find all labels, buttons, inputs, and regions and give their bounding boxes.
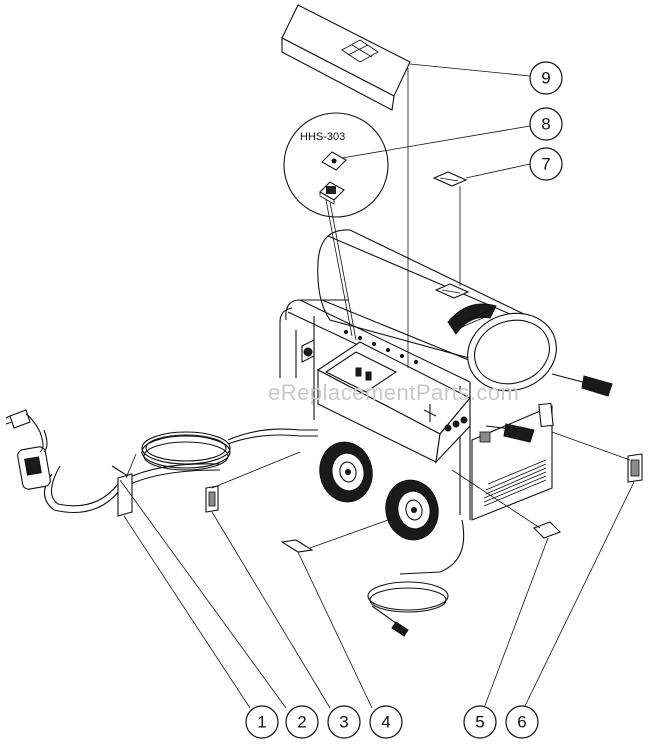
callout-8[interactable]: 8 <box>529 107 563 141</box>
leader-lines <box>119 63 635 709</box>
hose-fittings <box>479 373 613 443</box>
decal-6 <box>627 453 643 483</box>
callout-6-label: 6 <box>517 713 526 732</box>
callout-1-label: 1 <box>257 713 266 732</box>
callout-3-label: 3 <box>339 713 348 732</box>
watermark: eReplacementParts.com <box>268 380 519 405</box>
callout-5-label: 5 <box>475 713 484 732</box>
decal-3 <box>205 485 219 513</box>
callout-4-label: 4 <box>381 713 390 732</box>
decal-1 <box>111 465 133 517</box>
callout-9[interactable]: 9 <box>529 61 563 95</box>
decal-5 <box>533 521 561 539</box>
wheel-left <box>319 441 373 503</box>
decal-4 <box>280 539 314 553</box>
callout-8-label: 8 <box>541 115 550 134</box>
detail-label: HHS-303 <box>300 131 345 143</box>
power-cord <box>5 409 318 514</box>
decal-7 <box>432 171 468 187</box>
callout-4[interactable]: 4 <box>369 705 403 739</box>
discharge-hose <box>367 519 465 637</box>
callout-6[interactable]: 6 <box>505 705 539 739</box>
decal-9 <box>281 4 411 111</box>
callout-9-label: 9 <box>541 69 550 88</box>
callout-1[interactable]: 1 <box>245 705 279 739</box>
callout-2[interactable]: 2 <box>285 705 319 739</box>
callout-2-label: 2 <box>297 713 306 732</box>
callout-7-label: 7 <box>541 155 550 174</box>
detail-circle: HHS-303 <box>283 112 389 218</box>
heater-tank <box>317 229 557 392</box>
callout-7[interactable]: 7 <box>529 147 563 181</box>
wheel-right <box>385 479 439 541</box>
control-panel <box>301 329 471 464</box>
callout-5[interactable]: 5 <box>463 705 497 739</box>
callout-3[interactable]: 3 <box>327 705 361 739</box>
